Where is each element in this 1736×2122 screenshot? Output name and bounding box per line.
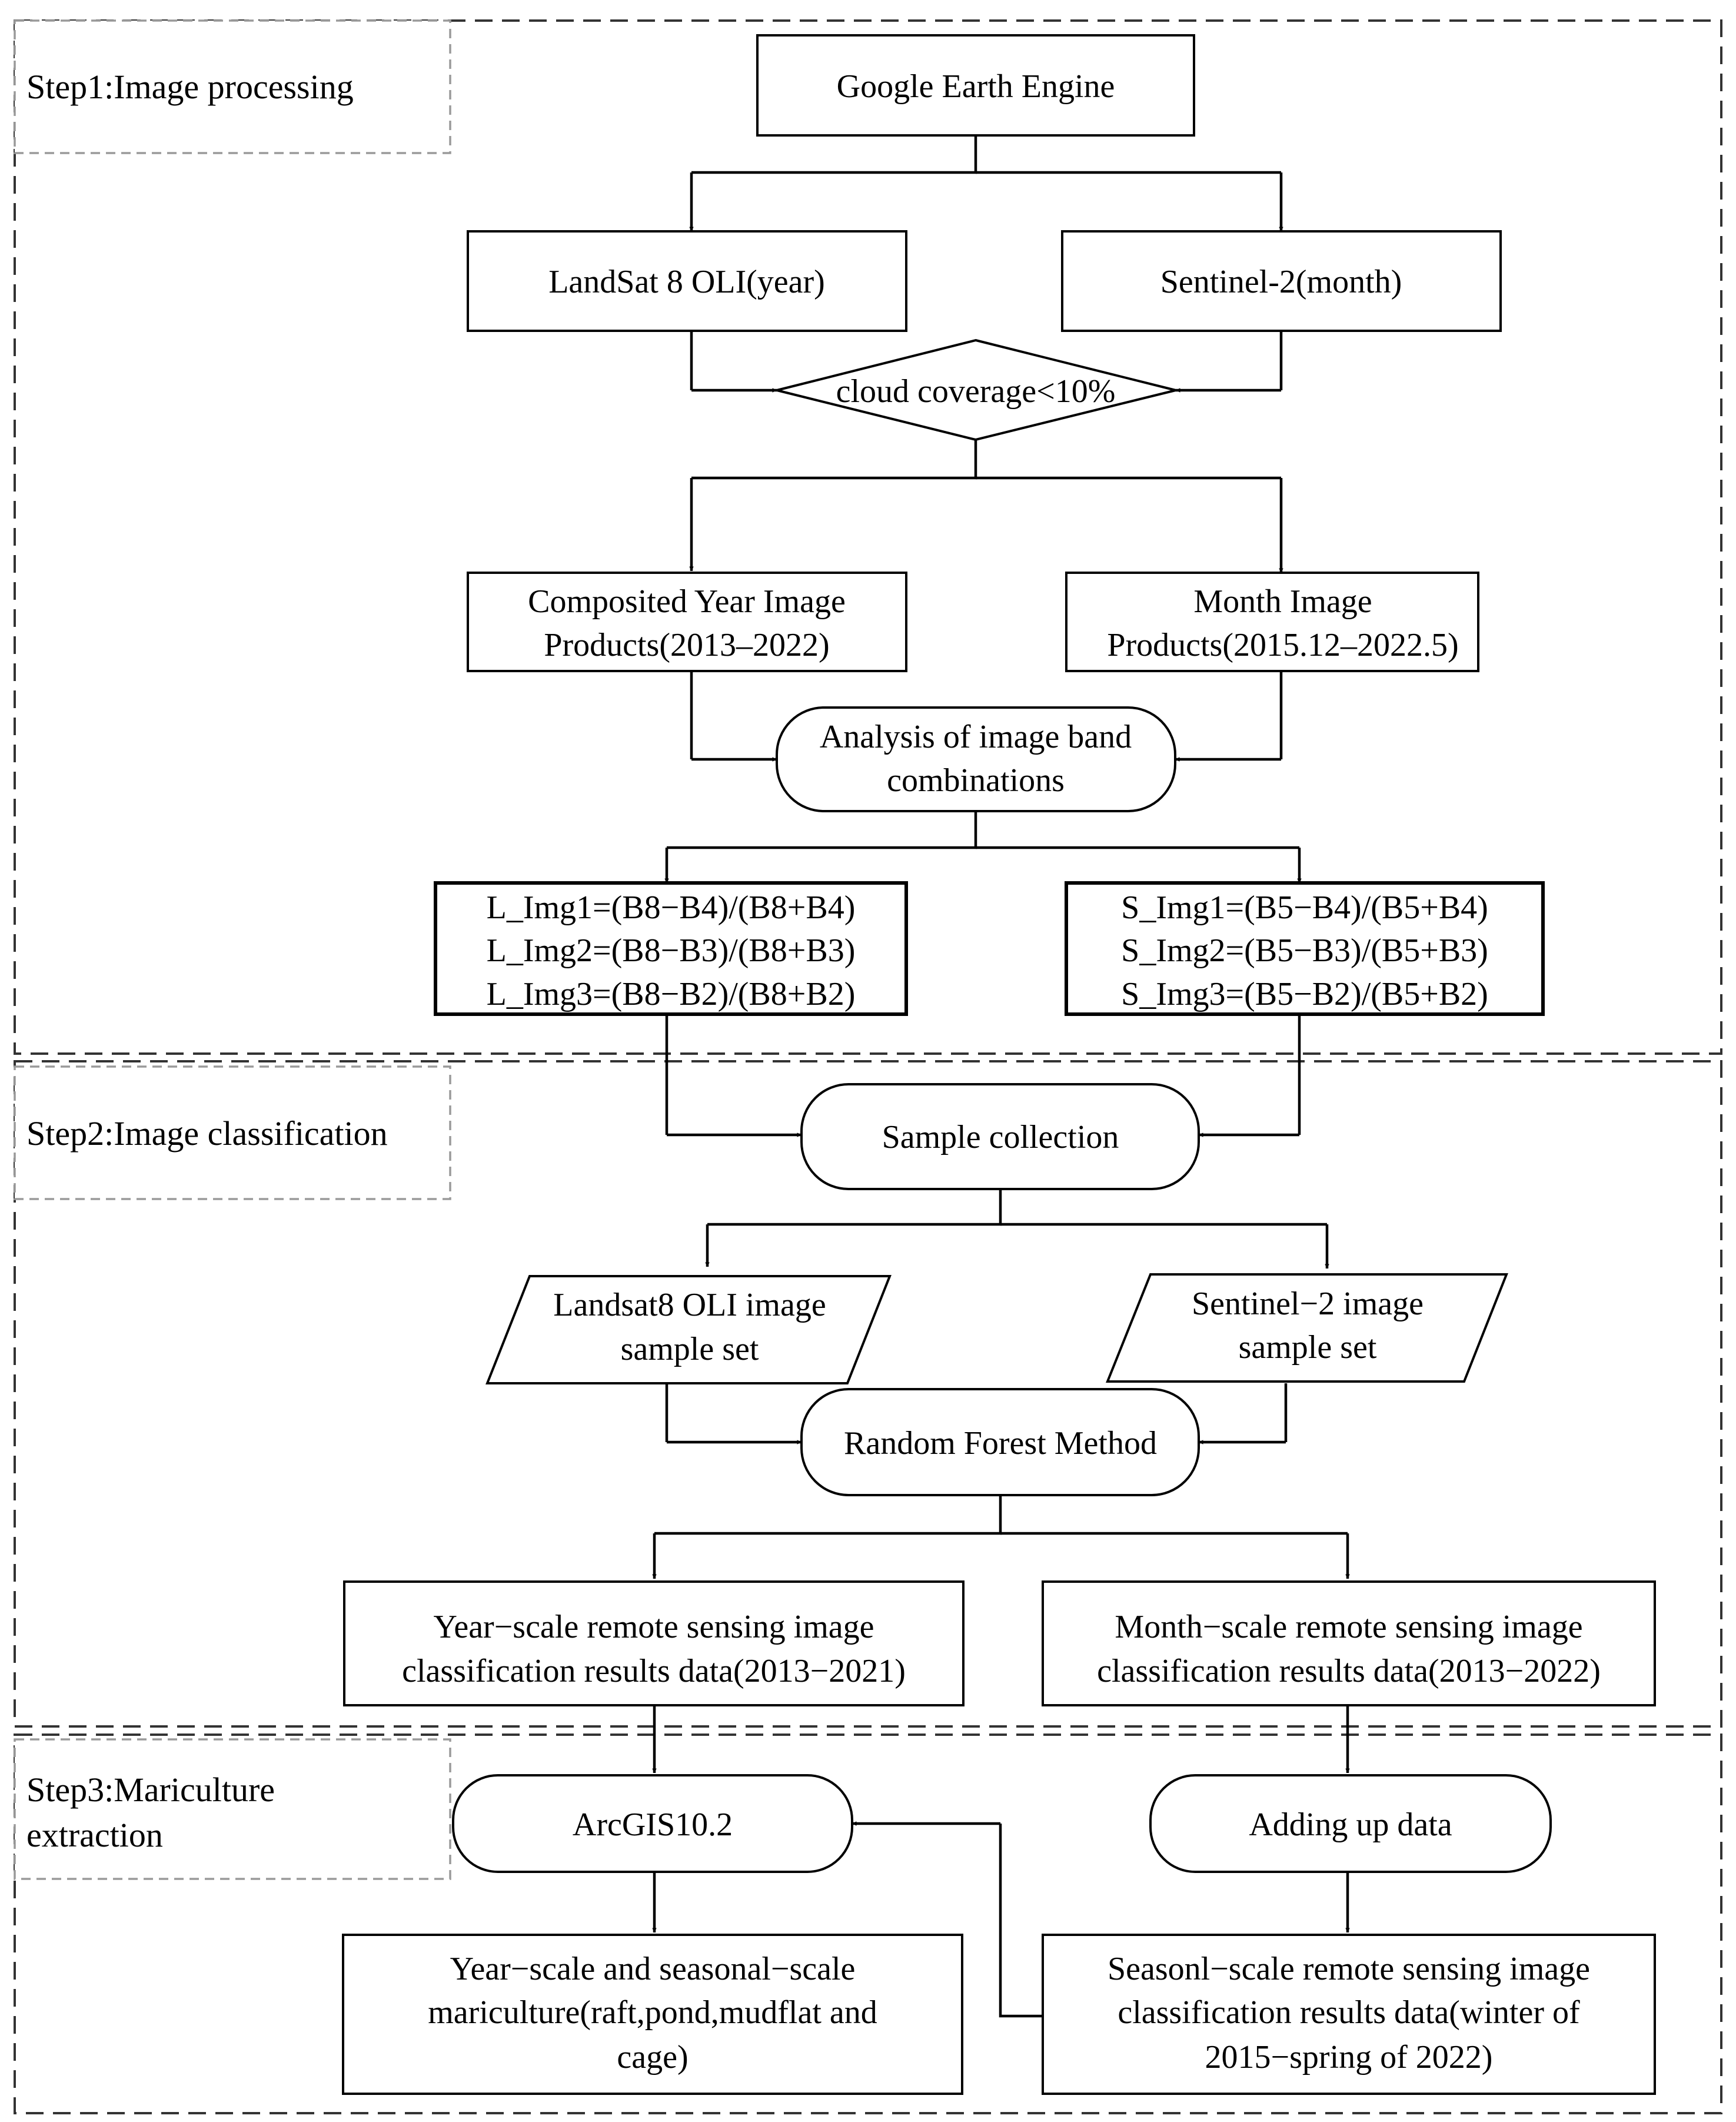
step2-label: Step2:Image classification (14, 1065, 451, 1200)
node-sentinel-sample-set: Sentinel−2 image sample set (1106, 1273, 1508, 1383)
node-arcgis-text: ArcGIS10.2 (573, 1806, 733, 1843)
node-l-img1: L_Img1=(B8−B4)/(B8+B4) (487, 889, 856, 926)
node-arcgis: ArcGIS10.2 (452, 1774, 853, 1873)
node-composited-year-products: Composited Year Image Products(2013–2022… (467, 572, 907, 672)
section-step3 (14, 1734, 1722, 2114)
node-year-results-line1: Year−scale remote sensing image (434, 1609, 874, 1645)
node-random-forest-text: Random Forest Method (844, 1425, 1157, 1462)
node-s-img1: S_Img1=(B5−B4)/(B5+B4) (1121, 889, 1488, 926)
node-year-results-line2: classification results data(2013−2021) (402, 1653, 906, 1689)
node-adding-up-data: Adding up data (1149, 1774, 1552, 1873)
node-sentinel-sample-set-line1: Sentinel−2 image (1192, 1286, 1424, 1322)
node-landsat-sample-set-line2: sample set (621, 1331, 759, 1367)
node-random-forest-method: Random Forest Method (800, 1388, 1200, 1496)
node-landsat-sample-set: Landsat8 OLI image sample set (485, 1275, 892, 1384)
node-month-image-products: Month Image Products(2015.12–2022.5) (1065, 572, 1479, 672)
connectors (652, 135, 1350, 2018)
node-seasonal-results-line3: 2015−spring of 2022) (1205, 2039, 1493, 2075)
step1-label-text: Step1:Image processing (26, 68, 354, 106)
node-seasonal-results-line2: classification results data(winter of (1118, 1994, 1580, 2031)
node-mariculture-line3: cage) (617, 2039, 688, 2075)
node-sample-collection: Sample collection (800, 1083, 1200, 1190)
node-adding-up-data-text: Adding up data (1249, 1806, 1452, 1843)
node-mariculture-line2: mariculture(raft,pond,mudflat and (428, 1994, 877, 2031)
node-landsat8-oli-text: LandSat 8 OLI(year) (548, 264, 825, 300)
node-google-earth-engine-text: Google Earth Engine (837, 68, 1115, 105)
section-step2 (14, 1060, 1722, 1728)
section-step1 (14, 19, 1722, 1055)
node-sample-collection-text: Sample collection (882, 1119, 1119, 1155)
node-month-results-line2: classification results data(2013−2022) (1097, 1653, 1601, 1689)
step3-label-line1: Step3:Mariculture (26, 1771, 275, 1809)
node-year-scale-results: Year−scale remote sensing image classifi… (343, 1580, 965, 1706)
node-google-earth-engine: Google Earth Engine (756, 34, 1195, 137)
step1-label: Step1:Image processing (14, 19, 451, 154)
node-month-image-line1: Month Image (1193, 583, 1372, 620)
node-analysis-line2: combinations (887, 762, 1065, 799)
node-cloud-coverage-decision: cloud coverage<10% (776, 338, 1176, 441)
node-sentinel2: Sentinel-2(month) (1061, 230, 1502, 332)
node-seasonal-scale-results: Seasonl−scale remote sensing image class… (1042, 1934, 1656, 2095)
node-l-img3: L_Img3=(B8−B2)/(B8+B2) (487, 976, 856, 1012)
node-landsat-sample-set-line1: Landsat8 OLI image (553, 1287, 826, 1323)
node-month-scale-results: Month−scale remote sensing image classif… (1042, 1580, 1656, 1706)
step3-label: Step3:Mariculture extraction (14, 1738, 451, 1880)
node-seasonal-results-line1: Seasonl−scale remote sensing image (1108, 1951, 1590, 1987)
node-sentinel2-text: Sentinel-2(month) (1160, 264, 1402, 300)
node-mariculture-output: Year−scale and seasonal−scale maricultur… (342, 1934, 963, 2095)
step2-label-text: Step2:Image classification (26, 1114, 388, 1153)
node-sentinel-band-indices: S_Img1=(B5−B4)/(B5+B4) S_Img2=(B5−B3)/(B… (1065, 881, 1545, 1016)
node-s-img2: S_Img2=(B5−B3)/(B5+B3) (1121, 932, 1488, 969)
node-landsat8-oli: LandSat 8 OLI(year) (467, 230, 907, 332)
node-mariculture-line1: Year−scale and seasonal−scale (450, 1951, 856, 1987)
node-composited-year-line1: Composited Year Image (528, 583, 846, 620)
node-sentinel-sample-set-line2: sample set (1239, 1329, 1377, 1366)
node-analysis-line1: Analysis of image band (820, 719, 1132, 755)
node-cloud-coverage-text: cloud coverage<10% (836, 373, 1116, 410)
step3-label-line2: extraction (26, 1816, 163, 1854)
node-band-combination-analysis: Analysis of image band combinations (776, 706, 1176, 812)
node-landsat-band-indices: L_Img1=(B8−B4)/(B8+B4) L_Img2=(B8−B3)/(B… (434, 881, 908, 1016)
node-l-img2: L_Img2=(B8−B3)/(B8+B3) (487, 932, 856, 969)
node-s-img3: S_Img3=(B5−B2)/(B5+B2) (1121, 976, 1488, 1012)
node-month-results-line1: Month−scale remote sensing image (1115, 1609, 1582, 1645)
node-composited-year-line2: Products(2013–2022) (544, 627, 829, 663)
node-month-image-line2: Products(2015.12–2022.5) (1107, 627, 1458, 663)
